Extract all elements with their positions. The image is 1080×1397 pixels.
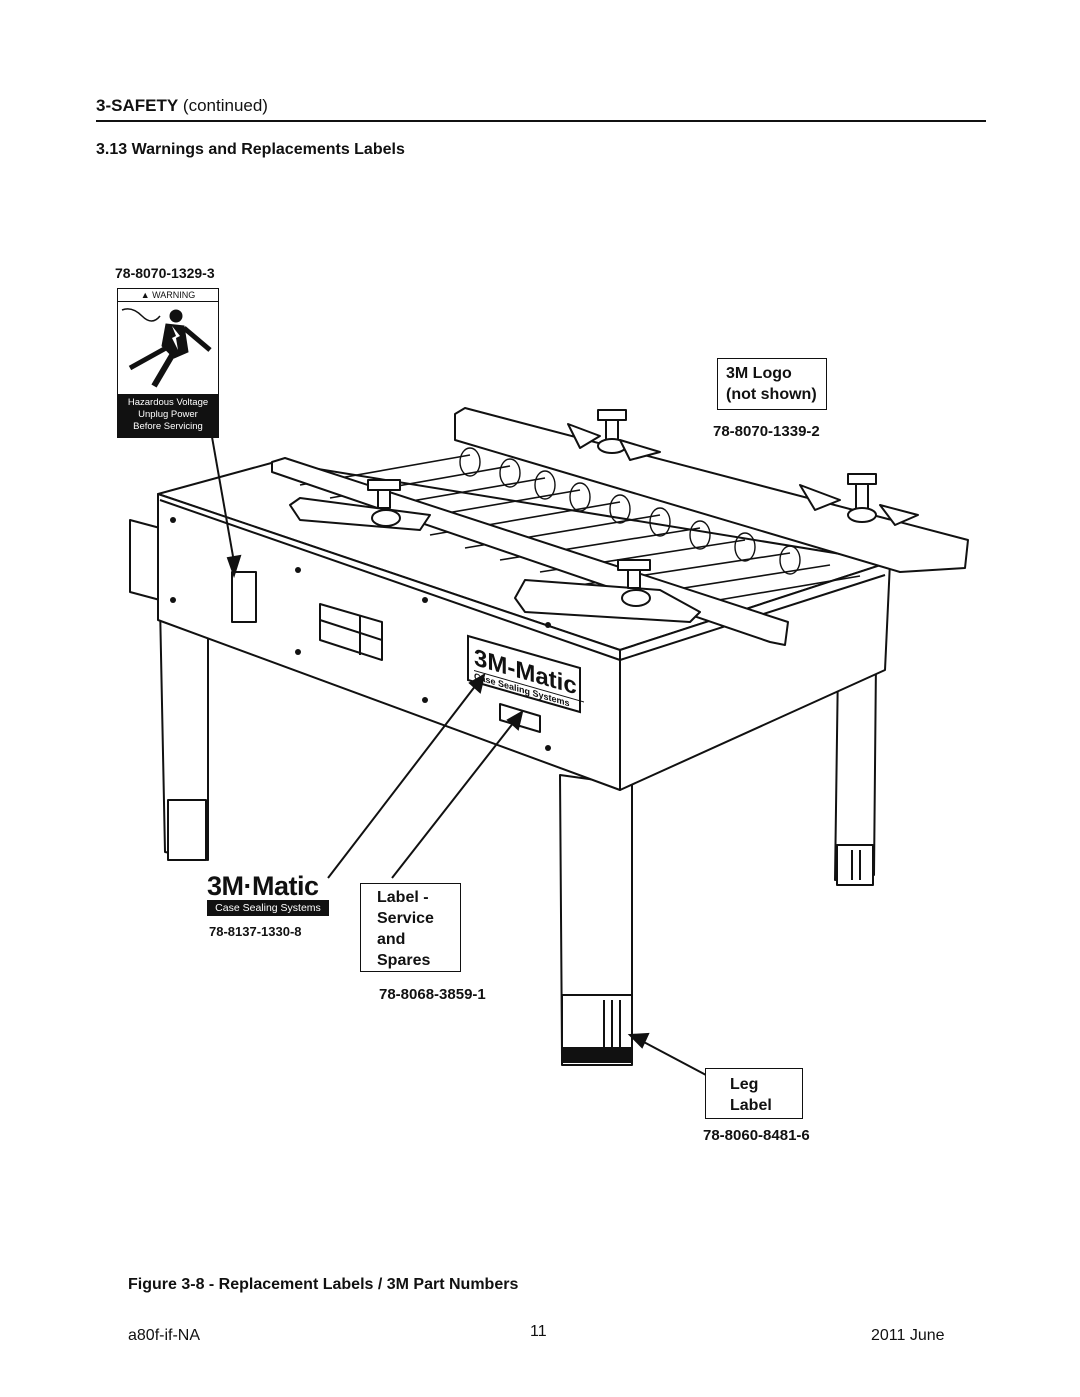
leg-callout-line-1: Leg [730, 1076, 759, 1093]
electric-shock-icon [121, 308, 212, 388]
footer-date: 2011 June [871, 1327, 945, 1344]
service-callout-line-1: Label - [377, 889, 429, 906]
warning-label-line-2: Unplug Power [138, 409, 198, 420]
warning-label: ▲ WARNING Hazardous Voltage Unplug Power… [117, 288, 219, 438]
section-title-suffix: (continued) [182, 96, 268, 115]
warning-label-title: ▲ WARNING [118, 289, 218, 302]
warning-label-message: Hazardous Voltage Unplug Power Before Se… [118, 394, 218, 437]
leg-callout-box: Leg Label [705, 1068, 803, 1119]
leg-callout-line-2: Label [730, 1097, 772, 1114]
service-callout-box: Label - Service and Spares [360, 883, 461, 972]
leg-part-number: 78-8060-8481-6 [703, 1127, 810, 1144]
figure-caption: Figure 3-8 - Replacement Labels / 3M Par… [128, 1276, 519, 1293]
logo-callout-line-1: 3M Logo [726, 365, 792, 382]
footer-page-number: 11 [530, 1323, 547, 1340]
service-callout-line-2: Service [377, 910, 434, 927]
service-callout-line-4: Spares [377, 952, 431, 969]
logo-callout-box: 3M Logo (not shown) [717, 358, 827, 410]
warning-label-line-1: Hazardous Voltage [127, 397, 209, 408]
logo-part-number: 78-8070-1339-2 [713, 423, 820, 440]
header-rule [96, 120, 986, 122]
machine-logo-plate [467, 634, 581, 714]
warning-label-part-number: 78-8070-1329-3 [115, 265, 215, 281]
matic-decal: 3M·Matic Case Sealing Systems [207, 872, 329, 916]
section-title: 3-SAFETY [96, 96, 179, 115]
logo-callout-line-2: (not shown) [726, 386, 817, 403]
footer-doc-id: a80f-if-NA [128, 1327, 201, 1344]
matic-decal-part-number: 78-8137-1330-8 [209, 924, 302, 939]
matic-decal-tagline: Case Sealing Systems [207, 900, 329, 916]
service-part-number: 78-8068-3859-1 [379, 986, 486, 1003]
warning-label-line-3: Before Servicing [133, 421, 203, 432]
subsection-title: 3.13 Warnings and Replacements Labels [96, 141, 405, 158]
section-header: 3-SAFETY (continued) [96, 96, 268, 116]
matic-decal-brand: 3M·Matic [207, 871, 319, 901]
service-callout-line-3: and [377, 931, 406, 948]
